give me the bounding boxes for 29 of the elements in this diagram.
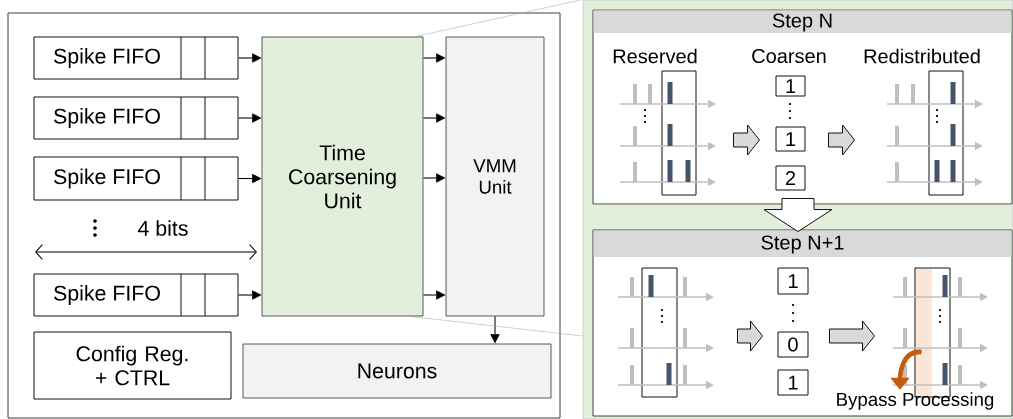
register-box: Config Reg. + CTRL [33, 331, 232, 400]
count-box: 1 [775, 126, 806, 152]
count-box: 2 [775, 165, 806, 191]
zoom-line [410, 316, 583, 337]
count-box: 1 [775, 75, 806, 97]
block-arrow [828, 124, 855, 156]
spike-window: Reserved [613, 48, 697, 196]
fifo-box: Spike FIFO [33, 156, 239, 201]
unit-box: VMM Unit [445, 36, 545, 317]
block-arrow [737, 320, 763, 352]
fifo-box: Spike FIFO [33, 273, 239, 317]
unit-box: Time Coarsening Unit [261, 36, 424, 317]
annotation-text: Bypass Processing [837, 392, 994, 410]
column-heading: Coarsen [752, 48, 826, 64]
fifo-box: Spike FIFO [33, 36, 239, 80]
fifo-box: Spike FIFO [33, 96, 239, 140]
node-label: Reserved [613, 48, 697, 64]
count-box: 1 [777, 267, 809, 295]
dimension-label: 4 bits [138, 220, 188, 236]
count-box: 1 [777, 369, 809, 396]
block-arrow [829, 320, 875, 352]
unit-box: Neurons [242, 343, 552, 399]
zoom-line [415, 0, 583, 37]
spike-window: Redistributed [864, 48, 980, 196]
block-arrow [733, 124, 760, 156]
block-arrow [763, 198, 833, 232]
node-label: Redistributed [864, 48, 980, 64]
spike-window [641, 267, 678, 398]
count-box: 0 [777, 331, 809, 358]
